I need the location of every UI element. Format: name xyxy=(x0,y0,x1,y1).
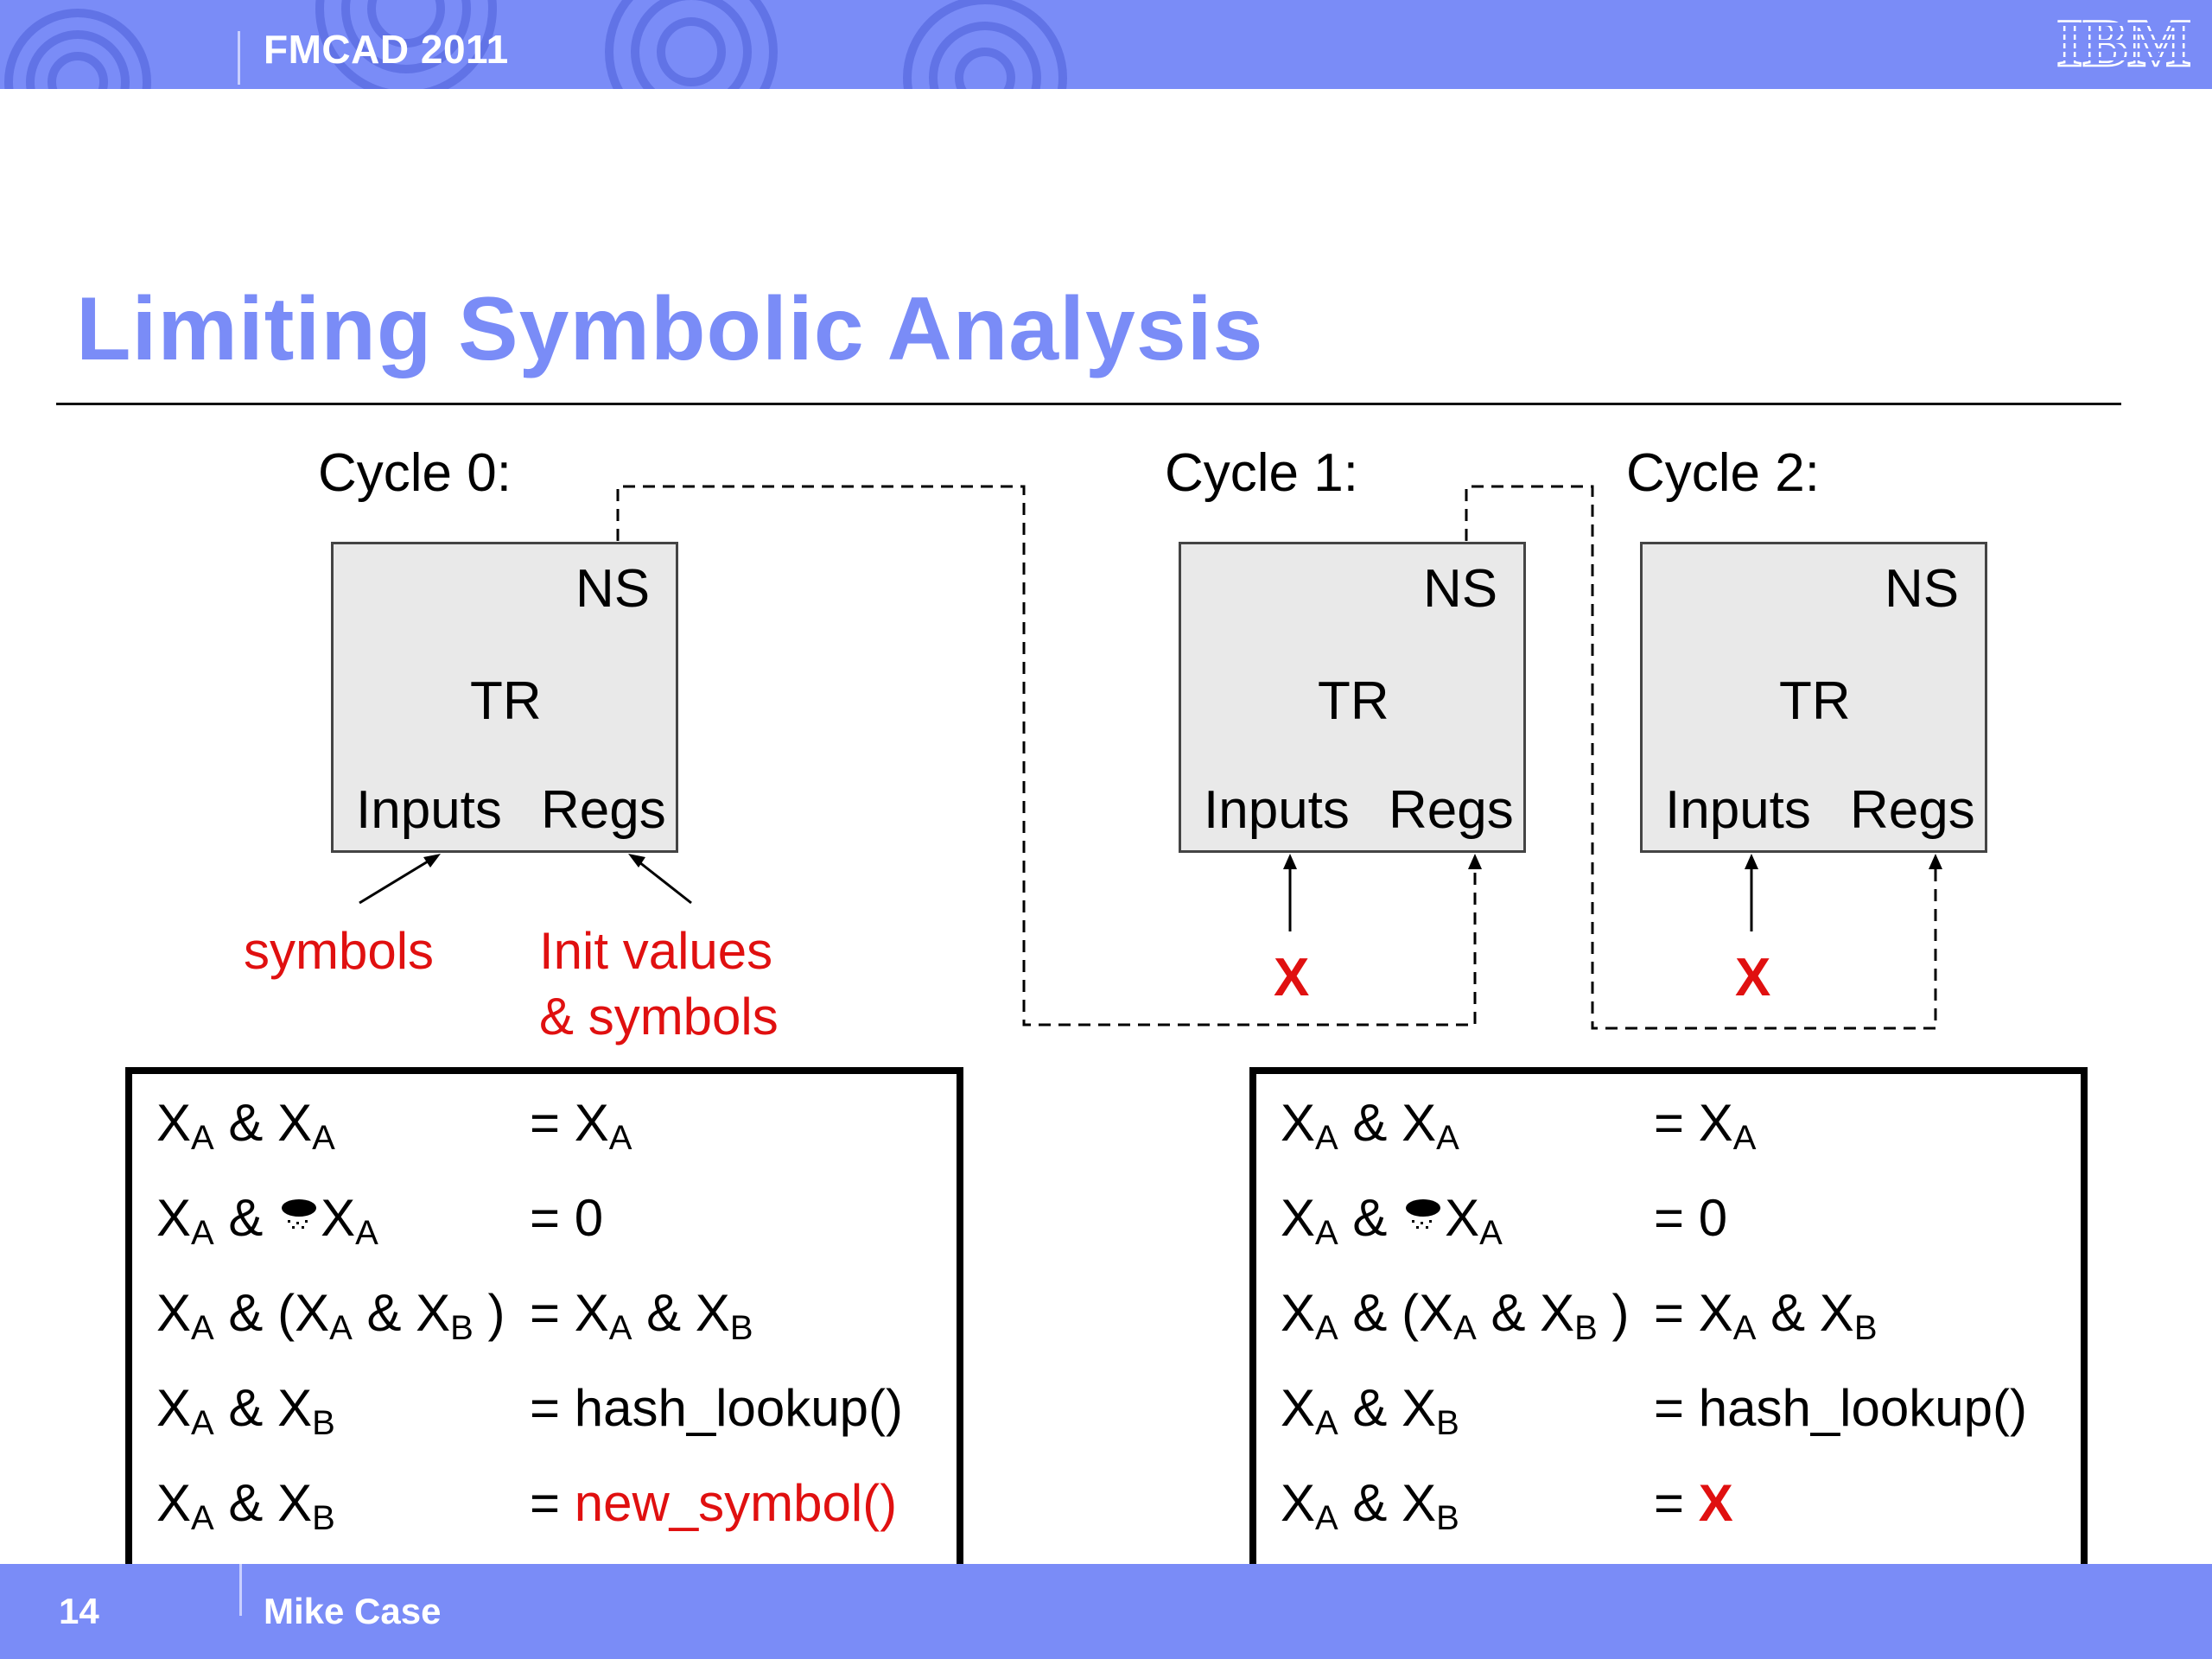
cycle-1-x-marker: X xyxy=(1274,948,1310,1007)
regs-label: Regs xyxy=(1850,780,1975,840)
x-result-text: X xyxy=(1698,1474,1733,1532)
cycle-2-label: Cycle 2: xyxy=(1626,443,1820,503)
equation-rhs: = new_symbol() xyxy=(530,1474,898,1532)
right-equation-box: XA & XA = XA XA & XA = 0 XA & (XA & XB )… xyxy=(1249,1067,2088,1601)
footer-bar xyxy=(0,1564,2212,1659)
arrowhead-init xyxy=(628,854,645,868)
inputs-label: Inputs xyxy=(1665,780,1811,840)
cycle-1-label: Cycle 1: xyxy=(1165,443,1358,503)
equation-rhs: = hash_lookup() xyxy=(1654,1379,2027,1437)
tr-label: TR xyxy=(1779,671,1851,731)
equation-rhs: = XA xyxy=(530,1094,632,1157)
new-symbol-text: new_symbol() xyxy=(574,1474,898,1532)
negation-cloud-icon xyxy=(1406,1199,1441,1229)
cycle-0-box: NS TR Inputs Regs xyxy=(331,542,678,853)
init-values-arrow xyxy=(634,857,692,905)
ibm-logo: IBM xyxy=(2046,10,2202,76)
equation-lhs: XA & XA xyxy=(1281,1189,1503,1252)
equation-lhs: XA & XA xyxy=(1281,1094,1459,1157)
slide-title: Limiting Symbolic Analysis xyxy=(76,279,1264,379)
arrowhead-c2-inputs xyxy=(1745,854,1758,869)
cycle-0-label: Cycle 0: xyxy=(318,443,512,503)
equation-rhs: = 0 xyxy=(1654,1189,1728,1247)
author-name: Mike Case xyxy=(264,1591,442,1631)
symbols-annotation: symbols xyxy=(244,922,435,980)
equation-lhs: XA & XB xyxy=(1281,1474,1459,1537)
equation-lhs: XA & XB xyxy=(156,1379,335,1442)
arrowhead-c1-regs xyxy=(1468,854,1482,869)
ns-label: NS xyxy=(1423,559,1498,619)
dashed-connector-0-1 xyxy=(616,485,1477,1027)
equation-rhs: = XA xyxy=(1654,1094,1757,1157)
header-divider xyxy=(238,31,240,85)
inputs-label: Inputs xyxy=(356,780,502,840)
tr-label: TR xyxy=(470,671,542,731)
cycle-1-box: NS TR Inputs Regs xyxy=(1179,542,1526,853)
equation-lhs: XA & (XA & XB ) xyxy=(156,1284,505,1347)
arrowhead-c2-regs xyxy=(1929,854,1942,869)
arrowhead-symbols xyxy=(423,854,441,868)
equation-lhs: XA & (XA & XB ) xyxy=(1281,1284,1630,1347)
page-number: 14 xyxy=(59,1591,99,1631)
regs-label: Regs xyxy=(541,780,666,840)
equation-rhs: = XA & XB xyxy=(1654,1284,1878,1347)
header-decoration xyxy=(4,0,1067,89)
equation-rhs: = hash_lookup() xyxy=(530,1379,903,1437)
left-equation-box: XA & XA = XA XA & XA = 0 XA & (XA & XB )… xyxy=(125,1067,963,1601)
equation-lhs: XA & XA xyxy=(156,1094,335,1157)
equation-lhs: XA & XB xyxy=(156,1474,335,1537)
cycle-2-x-marker: X xyxy=(1735,948,1771,1007)
symbols-arrow xyxy=(359,857,433,905)
equation-lhs: XA & XB xyxy=(1281,1379,1459,1442)
inputs-label: Inputs xyxy=(1204,780,1350,840)
tr-label: TR xyxy=(1318,671,1389,731)
ns-label: NS xyxy=(1885,559,1960,619)
cycle-2-box: NS TR Inputs Regs xyxy=(1640,542,1987,853)
ns-label: NS xyxy=(575,559,651,619)
equation-rhs: = 0 xyxy=(530,1189,604,1247)
equation-lhs: XA & XA xyxy=(156,1189,378,1252)
conference-name: FMCAD 2011 xyxy=(264,27,509,72)
init-values-annotation-line2: & symbols xyxy=(539,988,779,1046)
arrowhead-c1-inputs xyxy=(1283,854,1297,869)
footer-divider xyxy=(239,1564,242,1616)
init-values-annotation: Init values xyxy=(539,922,773,980)
regs-label: Regs xyxy=(1389,780,1514,840)
negation-cloud-icon xyxy=(282,1199,317,1229)
equation-rhs: = X xyxy=(1654,1474,1733,1532)
equation-rhs: = XA & XB xyxy=(530,1284,753,1347)
dashed-connector-1-2 xyxy=(1465,485,1937,1030)
header-bar: FMCAD 2011 IBM xyxy=(0,0,2212,89)
title-rule xyxy=(56,403,2121,405)
